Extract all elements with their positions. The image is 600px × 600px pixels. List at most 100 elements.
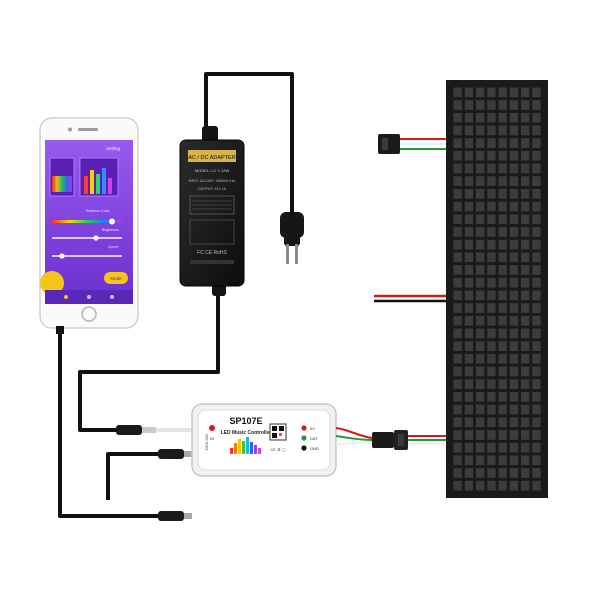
led-chip <box>465 126 473 136</box>
led-chip <box>499 113 507 123</box>
led-chip <box>476 113 484 123</box>
led-chip <box>510 100 518 110</box>
led-chip <box>487 405 495 415</box>
led-chip <box>454 455 462 465</box>
led-chip <box>521 252 529 262</box>
led-chip <box>487 151 495 161</box>
app-mode-label: Mode <box>110 276 122 281</box>
led-chip <box>476 202 484 212</box>
led-chip <box>510 151 518 161</box>
led-chip <box>532 367 540 377</box>
led-chip <box>476 252 484 262</box>
dc-barrel-plug-3 <box>158 511 192 521</box>
app-preview-tiles <box>50 158 118 196</box>
led-chip <box>521 100 529 110</box>
led-chip <box>476 405 484 415</box>
led-chip <box>465 113 473 123</box>
led-chip <box>510 214 518 224</box>
led-chip <box>487 443 495 453</box>
led-chip <box>521 430 529 440</box>
led-chip <box>476 176 484 186</box>
panel-input-wires-bottom <box>408 436 446 444</box>
led-chip <box>454 151 462 161</box>
led-chip <box>476 291 484 301</box>
controller-power-label: DC5-24V <box>204 433 209 450</box>
led-chip <box>499 291 507 301</box>
power-adapter: AC / DC ADAPTER MODEL: LC Y-12W INPUT: 1… <box>180 126 244 296</box>
led-chip <box>521 443 529 453</box>
led-chip <box>499 265 507 275</box>
led-chip <box>454 303 462 313</box>
adapter-model: MODEL: LC Y-12W <box>195 168 230 173</box>
svg-text:CE ♻ ▢: CE ♻ ▢ <box>270 447 285 452</box>
led-chip <box>454 189 462 199</box>
led-chip <box>499 455 507 465</box>
led-chip <box>465 278 473 288</box>
led-chip <box>532 405 540 415</box>
led-chip <box>532 316 540 326</box>
led-chip <box>454 379 462 389</box>
led-chip <box>465 164 473 174</box>
led-chip <box>465 329 473 339</box>
led-chip <box>454 417 462 427</box>
led-chip <box>510 240 518 250</box>
led-chip <box>499 481 507 491</box>
led-chip <box>499 252 507 262</box>
led-chip <box>499 405 507 415</box>
led-chip <box>510 481 518 491</box>
led-chip <box>510 113 518 123</box>
led-chip <box>465 379 473 389</box>
led-chip <box>487 392 495 402</box>
led-chip <box>499 367 507 377</box>
led-chip <box>454 392 462 402</box>
led-chip <box>521 88 529 98</box>
led-chip <box>532 354 540 364</box>
led-chip <box>487 417 495 427</box>
app-row2-label: Brightness <box>102 228 119 232</box>
led-chip <box>499 88 507 98</box>
led-chip <box>521 329 529 339</box>
led-chip <box>454 126 462 136</box>
led-chip <box>465 291 473 301</box>
led-chip <box>487 455 495 465</box>
led-chip <box>532 341 540 351</box>
led-chip <box>487 278 495 288</box>
led-chip <box>532 329 540 339</box>
led-chip <box>532 202 540 212</box>
dc-barrel-plug-input <box>116 425 192 435</box>
led-chip <box>487 176 495 186</box>
led-chip <box>510 164 518 174</box>
led-chip <box>521 202 529 212</box>
led-chip <box>487 303 495 313</box>
led-chip <box>465 417 473 427</box>
jst-connector-top <box>378 134 400 154</box>
led-chip <box>465 405 473 415</box>
led-chip <box>454 341 462 351</box>
led-chip <box>532 227 540 237</box>
led-chip <box>476 303 484 313</box>
panel-input-wires-top <box>400 139 446 149</box>
led-chip <box>499 164 507 174</box>
led-chip <box>499 354 507 364</box>
phone-plug <box>56 326 64 334</box>
led-chip <box>532 151 540 161</box>
led-chip <box>476 468 484 478</box>
led-chip <box>487 189 495 199</box>
led-matrix-panel <box>446 80 548 498</box>
led-chip <box>487 367 495 377</box>
led-chip <box>465 430 473 440</box>
led-chip <box>454 481 462 491</box>
led-chip <box>487 481 495 491</box>
led-chip <box>499 341 507 351</box>
led-chip <box>465 214 473 224</box>
wall-plug <box>280 212 304 264</box>
led-chip <box>499 443 507 453</box>
led-chip <box>499 189 507 199</box>
led-chip <box>465 176 473 186</box>
led-chip <box>532 138 540 148</box>
led-chip <box>476 100 484 110</box>
led-chip <box>521 468 529 478</box>
led-chip <box>454 227 462 237</box>
app-brightness-slider[interactable] <box>52 237 122 239</box>
led-chip <box>499 202 507 212</box>
